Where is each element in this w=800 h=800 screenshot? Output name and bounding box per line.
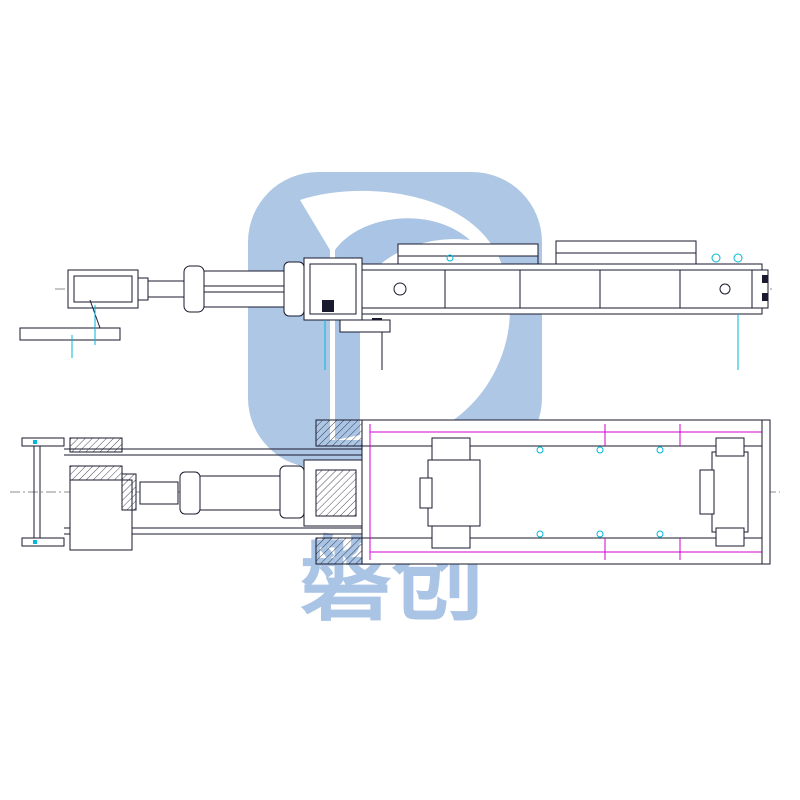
side-elevation-view — [19, 240, 775, 370]
hydraulic-cylinder — [203, 270, 285, 308]
carriage-block — [427, 459, 481, 527]
rear-support-beam — [19, 327, 121, 341]
roller-bed-left — [397, 243, 539, 257]
watermark-logo: 磐创 — [248, 172, 542, 634]
side-frame — [361, 263, 763, 315]
plan-cylinder — [199, 475, 281, 511]
cylinder-rear-cap — [183, 265, 205, 313]
die-assembly — [711, 451, 749, 533]
roller-bed-right — [555, 240, 697, 254]
plan-view: c — [10, 419, 780, 565]
